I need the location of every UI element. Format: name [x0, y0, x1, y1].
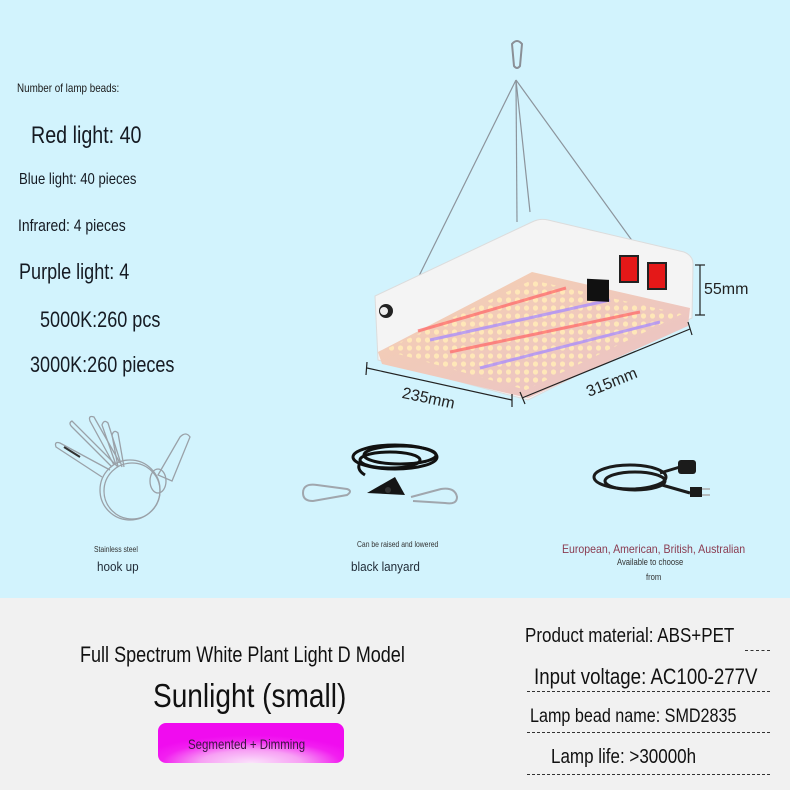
prop-bead-name: Lamp bead name: SMD2835: [530, 706, 737, 727]
dimension-height: 55mm: [704, 281, 749, 298]
lanyard-caption-small: Can be raised and lowered: [357, 540, 439, 549]
cord-caption-regions: European, American, British, Australian: [562, 542, 746, 556]
divider: [745, 650, 770, 651]
grow-light-icon: [365, 40, 705, 407]
prop-voltage: Input voltage: AC100-277V: [534, 664, 758, 689]
spec-5000k: 5000K:260 pcs: [40, 307, 161, 332]
product-model: Full Spectrum White Plant Light D Model: [80, 642, 405, 667]
wire-hanger-icon: [54, 415, 191, 521]
feature-badge-label: Segmented + Dimming: [188, 736, 306, 752]
lamp-beads-title: Number of lamp beads:: [17, 81, 120, 95]
spec-red-light: Red light: 40: [31, 122, 142, 149]
product-name: Sunlight (small): [153, 677, 347, 714]
hook-caption-big: hook up: [97, 559, 139, 574]
prop-lamp-life: Lamp life: >30000h: [551, 746, 697, 768]
lanyard-caption-big: black lanyard: [351, 559, 420, 574]
power-cord-icon: [592, 460, 710, 497]
divider: [527, 774, 770, 775]
spec-purple-light: Purple light: 4: [19, 259, 130, 284]
prop-material: Product material: ABS+PET: [525, 625, 735, 647]
spec-3000k: 3000K:260 pieces: [30, 352, 175, 377]
feature-badge: Segmented + Dimming: [158, 723, 344, 763]
hook-caption-small: Stainless steel: [94, 545, 138, 554]
cord-caption-from: from: [646, 572, 662, 582]
divider: [527, 732, 770, 733]
product-info-panel: [0, 598, 790, 790]
spec-blue-light: Blue light: 40 pieces: [19, 171, 137, 188]
spec-infrared: Infrared: 4 pieces: [18, 216, 126, 235]
divider: [527, 691, 770, 692]
rope-ratchet-icon: [301, 443, 459, 505]
cord-caption-available: Available to choose: [617, 557, 684, 567]
